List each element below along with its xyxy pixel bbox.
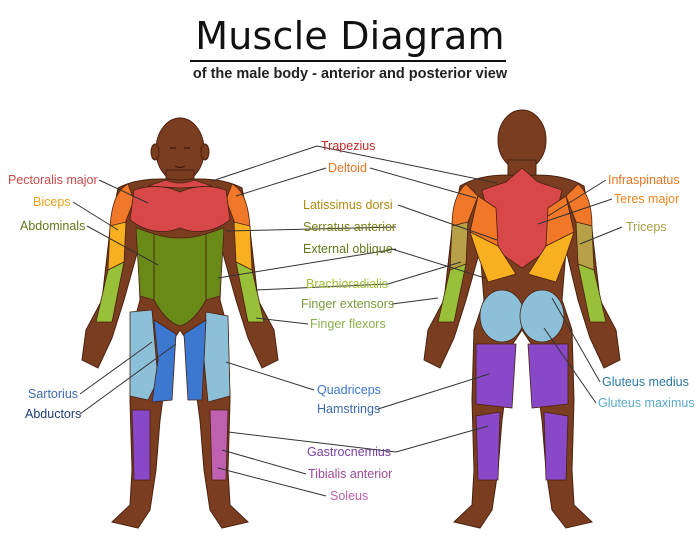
back-latissimus-left	[469, 231, 517, 283]
label-quadriceps: Quadriceps	[317, 383, 381, 397]
back-calf-right	[543, 411, 569, 481]
front-quadriceps-left	[151, 319, 177, 403]
front-pectoralis	[129, 186, 231, 232]
back-triceps-right	[575, 221, 595, 271]
front-sartorius	[129, 309, 159, 401]
label-gastrocnemius: Gastrocnemius	[307, 445, 391, 459]
label-abdominals: Abdominals	[20, 219, 85, 233]
label-finger-flexors: Finger flexors	[310, 317, 386, 331]
back-trapezius	[481, 167, 563, 269]
front-external-oblique-left	[135, 227, 155, 301]
back-figure	[423, 109, 621, 529]
front-tibialis	[209, 409, 229, 481]
diagram-title: Muscle Diagram	[195, 14, 505, 58]
label-trapezius: Trapezius	[321, 139, 375, 153]
front-body-silhouette	[81, 117, 279, 529]
back-body-silhouette	[423, 109, 621, 529]
back-gluteus-left	[479, 289, 525, 343]
front-face-features	[170, 147, 190, 169]
back-forearm-right	[577, 263, 607, 323]
label-sartorius: Sartorius	[28, 387, 78, 401]
label-infraspinatus: Infraspinatus	[608, 173, 680, 187]
front-figure	[81, 117, 279, 529]
front-trapezius	[147, 179, 213, 189]
label-latissimus-dorsi: Latissimus dorsi	[303, 198, 393, 212]
front-forearm-left	[95, 261, 125, 323]
front-forearm-right	[235, 261, 265, 323]
leader-lines	[72, 145, 623, 497]
label-gluteus-maximus: Gluteus maximus	[598, 396, 695, 410]
back-latissimus-right	[527, 231, 575, 283]
label-pectoralis-major: Pectoralis major	[8, 173, 98, 187]
front-abductors	[183, 319, 207, 401]
front-calf-left	[131, 409, 151, 481]
label-tibialis-anterior: Tibialis anterior	[308, 467, 392, 481]
label-biceps: Biceps	[33, 195, 71, 209]
label-soleus: Soleus	[330, 489, 368, 503]
label-abductors: Abductors	[25, 407, 81, 421]
label-external-oblique: External oblique	[303, 242, 393, 256]
muscle-labels: Trapezius Deltoid Latissimus dorsi Serra…	[8, 139, 695, 503]
front-quadriceps-right	[203, 311, 231, 403]
back-gluteus-right	[519, 289, 565, 343]
back-calf-left	[475, 411, 501, 481]
label-deltoid: Deltoid	[328, 161, 367, 175]
label-gluteus-medius: Gluteus medius	[602, 375, 689, 389]
back-hamstrings-left	[475, 343, 517, 409]
label-hamstrings: Hamstrings	[317, 402, 380, 416]
label-serratus-anterior: Serratus anterior	[303, 220, 396, 234]
title-underline	[190, 60, 506, 62]
front-abdominals	[153, 233, 207, 327]
diagram-subtitle: of the male body - anterior and posterio…	[192, 66, 508, 82]
label-finger-extensors: Finger extensors	[301, 297, 394, 311]
back-forearm-left	[437, 263, 467, 323]
label-brachioradialis: Brachioradialis	[306, 277, 388, 291]
label-teres-major: Teres major	[614, 192, 679, 206]
front-external-oblique-right	[205, 227, 225, 301]
label-triceps: Triceps	[626, 220, 667, 234]
